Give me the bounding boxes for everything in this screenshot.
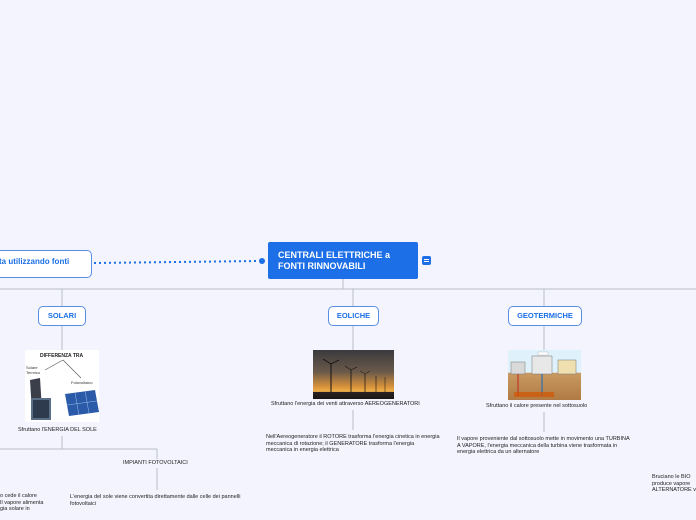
note-icon[interactable] — [422, 256, 431, 265]
solar-comparison-image: DIFFERENZA TRA Solare Termico Fotovoltai… — [25, 350, 99, 422]
central-topic-title: CENTRALI ELETTRICHE a FONTI RINNOVABILI — [278, 250, 391, 271]
wind-turbine-icon — [322, 358, 386, 392]
right-partial-text: Bruciano le BIO produce vapore ALTERNATO… — [652, 474, 696, 493]
eoliche-caption: Sfruttano l'energia dei venti attraverso… — [271, 401, 420, 407]
solari-caption: Sfruttano l'ENERGIA DEL SOLE — [18, 427, 97, 433]
branch-geotermiche[interactable]: GEOTERMICHE — [508, 306, 582, 326]
geotermiche-caption: Sfruttano il calore presente nel sottosu… — [486, 403, 588, 409]
impianti-fotovoltaici-label: IMPIANTI FOTOVOLTAICI — [123, 460, 188, 466]
wind-turbines-image — [313, 350, 394, 399]
geothermal-plant-icon — [510, 351, 577, 397]
eoliche-detail: Nell'Aereogeneratore il ROTORE trasforma… — [266, 434, 440, 453]
image-caption: DIFFERENZA TRA — [40, 353, 84, 359]
left-topic-node[interactable]: ta utilizzando fonti — [0, 250, 92, 278]
branch-eoliche[interactable]: EOLICHE — [328, 306, 379, 326]
solar-panels-icon — [30, 359, 99, 420]
fotovoltaici-text: L'energia del sole viene convertita dire… — [70, 494, 241, 507]
photovoltaic-label: Fotovoltaico — [71, 380, 93, 385]
solar-thermal-label: Solare Termico — [26, 365, 41, 375]
solare-termico-text: o cede il calore Il vapore alimenta gia … — [0, 493, 44, 512]
branch-solari[interactable]: SOLARI — [38, 306, 86, 326]
geotermiche-detail: Il vapore proveniente dal sottosuolo met… — [457, 436, 630, 455]
central-topic-node[interactable]: CENTRALI ELETTRICHE a FONTI RINNOVABILI — [268, 242, 418, 279]
left-topic-label: ta utilizzando fonti — [0, 257, 70, 266]
branch-geotermiche-label: GEOTERMICHE — [517, 311, 573, 320]
branch-eoliche-label: EOLICHE — [336, 311, 371, 320]
geothermal-plant-image — [508, 350, 581, 400]
branch-solari-label: SOLARI — [47, 311, 77, 320]
